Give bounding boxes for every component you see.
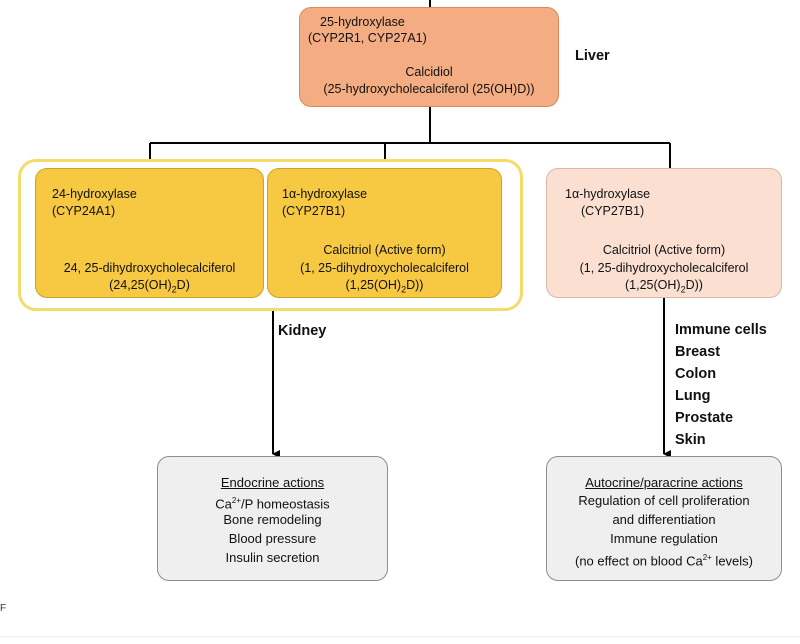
liver-product-detail: (25-hydroxycholecalciferol (25(OH)D)) — [323, 82, 535, 96]
k1a-enzyme: 1α-hydroxylase — [282, 187, 368, 201]
extrarenal-product: Calcitriol (Active form) — [602, 243, 726, 257]
endocrine-line1-prefix: Ca — [215, 496, 232, 512]
endocrine-line-4: Insulin secretion — [225, 550, 320, 565]
autocrine-line-1: Regulation of cell proliferation — [578, 493, 750, 508]
autocrine-line4-prefix: (no effect on blood Ca — [575, 553, 703, 569]
endocrine-line-3: Blood pressure — [228, 531, 317, 546]
k24-enzyme-gene: (CYP24A1) — [52, 204, 116, 218]
extrarenal-1a-hydroxylase-box: 1α-hydroxylase (CYP27B1) Calcitriol (Act… — [546, 168, 782, 298]
k1a-abbr-sub: 2 — [401, 284, 407, 295]
extrarenal-abbr-suffix: D)) — [685, 278, 703, 292]
tissue-item: Breast — [675, 344, 721, 360]
autocrine-line-3: Immune regulation — [610, 531, 718, 546]
extrarenal-product-detail: (1, 25-dihydroxycholecalciferol — [579, 261, 749, 275]
k1a-product-abbr: (1,25(OH)2D)) — [268, 277, 501, 299]
liver-enzyme-genes: (CYP2R1, CYP27A1) — [308, 31, 427, 45]
tissue-item: Lung — [675, 388, 711, 404]
extrarenal-abbr-sub: 2 — [680, 284, 686, 295]
k24-enzyme: 24-hydroxylase — [52, 187, 137, 201]
tissue-item: Colon — [675, 366, 717, 382]
k1a-abbr-suffix: D)) — [406, 278, 424, 292]
tissue-item: Immune cells — [675, 322, 767, 338]
k24-abbr-suffix: D) — [176, 278, 190, 292]
extrarenal-product-abbr: (1,25(OH)2D)) — [547, 277, 781, 299]
endocrine-title: Endocrine actions — [220, 475, 325, 490]
k1a-product-detail: (1, 25-dihydroxycholecalciferol — [300, 261, 469, 275]
endocrine-line-1: Ca2+/P homeostasis — [158, 492, 387, 512]
kidney-1a-hydroxylase-box: 1α-hydroxylase (CYP27B1) Calcitriol (Act… — [267, 168, 502, 298]
k24-abbr-prefix: (24,25(OH) — [109, 278, 172, 292]
autocrine-line-2: and differentiation — [612, 512, 716, 527]
autocrine-line-4: (no effect on blood Ca2+ levels) — [547, 549, 781, 569]
endocrine-line-2: Bone remodeling — [223, 512, 322, 527]
extrarenal-abbr-prefix: (1,25(OH) — [625, 278, 681, 292]
autocrine-line4-suffix: levels) — [711, 553, 753, 569]
extrarenal-enzyme-gene: (CYP27B1) — [581, 204, 645, 218]
autocrine-line4-sup: 2+ — [702, 553, 712, 562]
endocrine-line1-suffix: /P homeostasis — [241, 496, 330, 512]
tissue-item: Prostate — [675, 410, 734, 426]
autocrine-title: Autocrine/paracrine actions — [585, 475, 743, 490]
kidney-24-hydroxylase-box: 24-hydroxylase (CYP24A1) 24, 25-dihydrox… — [35, 168, 264, 298]
k1a-product: Calcitriol (Active form) — [323, 243, 446, 257]
k1a-enzyme-gene: (CYP27B1) — [282, 204, 346, 218]
endocrine-line1-sup: 2+ — [231, 496, 242, 505]
k24-product-abbr: (24,25(OH)2D) — [36, 277, 263, 299]
autocrine-actions-box: Autocrine/paracrine actions Regulation o… — [546, 456, 782, 581]
tissue-item: Skin — [675, 432, 706, 448]
liver-enzyme: 25-hydroxylase — [320, 15, 405, 29]
endocrine-actions-box: Endocrine actions Ca2+/P homeostasis Bon… — [157, 456, 388, 581]
liver-label: Liver — [575, 48, 610, 64]
liver-product: Calcidiol — [405, 65, 453, 79]
kidney-label: Kidney — [278, 323, 327, 339]
k24-product: 24, 25-dihydroxycholecalciferol — [63, 261, 236, 275]
k1a-abbr-prefix: (1,25(OH) — [345, 278, 402, 292]
liver-box: 25-hydroxylase (CYP2R1, CYP27A1) Calcidi… — [299, 7, 559, 107]
footer-divider — [0, 636, 800, 637]
extrarenal-enzyme: 1α-hydroxylase — [565, 187, 651, 201]
edge-mark: F — [0, 603, 7, 614]
tissue-list: Immune cells Breast Colon Lung Prostate … — [675, 319, 767, 451]
k24-abbr-sub: 2 — [171, 284, 177, 295]
